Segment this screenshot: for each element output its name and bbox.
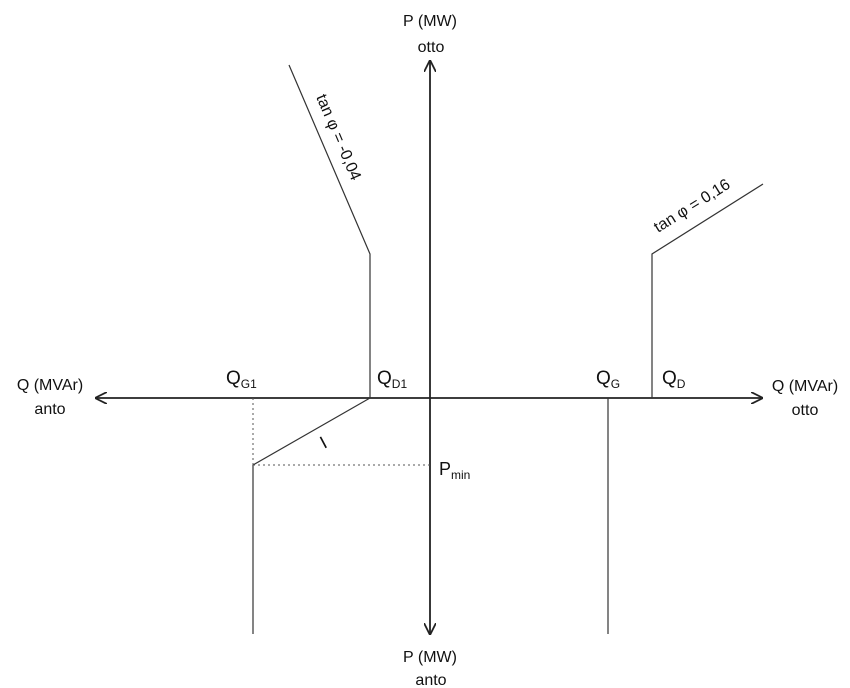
demand-right-curve [651, 183, 764, 398]
q-axis-right-sublabel: otto [792, 402, 819, 419]
pmin-label: Pmin [439, 459, 470, 482]
p-axis-top-label: P (MW) [403, 13, 457, 30]
slope-mark: I [316, 433, 330, 453]
p-axis-bottom-sublabel: anto [415, 672, 446, 688]
demand-left-curve [288, 64, 371, 398]
generation-left-curve [252, 397, 371, 634]
slope-right-label: tan φ = 0,16 [651, 176, 733, 236]
p-axis-top-sublabel: otto [418, 39, 445, 56]
q-axis-right-label: Q (MVAr) [772, 378, 838, 395]
qd-label: QD [662, 368, 686, 391]
qg-label: QG [596, 368, 620, 391]
qg1-label: QG1 [226, 368, 257, 391]
p-axis-bottom-label: P (MW) [403, 649, 457, 666]
q-axis-left-label: Q (MVAr) [17, 377, 83, 394]
q-axis-left-sublabel: anto [34, 401, 65, 418]
qd1-label: QD1 [377, 368, 407, 391]
